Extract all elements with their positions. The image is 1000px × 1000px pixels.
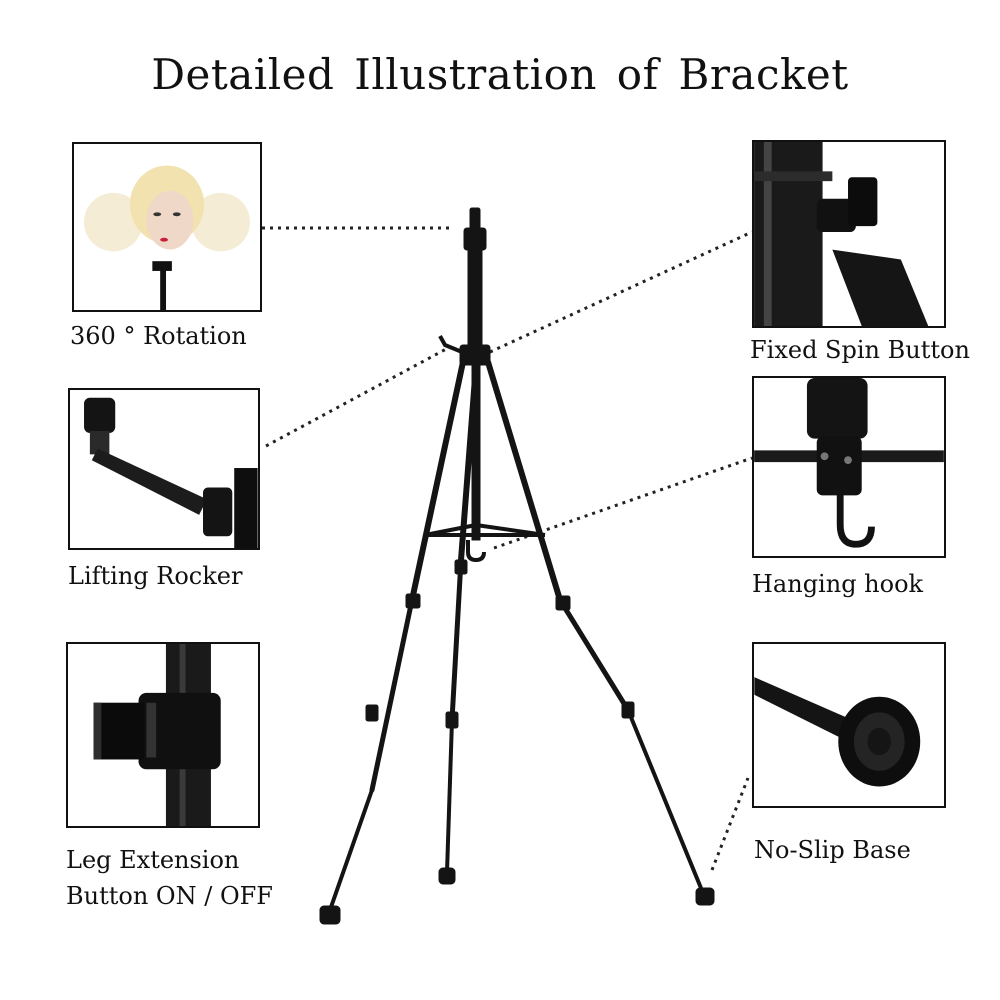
no-slip-base-label: No-Slip Base [754,836,911,864]
hanging-hook-detail-panel [752,376,946,558]
leg-lock-left [405,593,421,609]
spin-button-label: Fixed Spin Button [750,336,970,364]
leg-lock-right [555,595,571,611]
leg-extension-label-line1: Leg Extension [66,846,240,874]
mount-knob [463,227,487,251]
spin-button-detail-panel [752,140,946,328]
mount-pin [469,207,481,231]
rotation-detail-panel [72,142,262,312]
lifting-rocker-image [84,397,258,548]
rotation-label: 360 ° Rotation [70,322,247,350]
foot-left [319,905,341,925]
lifting-rocker-label: Lifting Rocker [68,562,243,590]
rotating-mannequin-heads-image [84,165,250,310]
leg-lock-center-lower [445,711,459,729]
lifting-crank [438,335,463,354]
center-column [467,247,483,349]
no-slip-base-image [754,677,921,787]
hanging-hook-label: Hanging hook [752,570,924,598]
leader-hanging-hook [493,456,753,550]
leader-lifting-rocker [265,346,449,448]
leg-right [485,359,705,895]
hanging-hook-image [754,378,944,548]
lower-column [471,361,481,541]
lifting-rocker-detail-panel [68,388,260,550]
foot-right [695,887,715,906]
page-title: Detailed Illustration of Bracket [151,50,849,99]
leader-spin-button [489,230,753,354]
leg-center [445,362,479,874]
center-hook [466,540,486,563]
no-slip-base-detail-panel [752,642,946,808]
leg-lock-right-lower [621,701,635,719]
foot-center [438,867,456,885]
leg-extension-detail-panel [66,642,260,828]
leg-extension-label: Leg Extension Button ON / OFF [66,842,273,914]
tripod [319,207,715,925]
leader-no-slip-base [710,777,750,871]
leg-extension-clip-image [93,644,221,826]
leg-left [328,359,466,912]
leader-lines [262,226,753,871]
leg-extension-label-line2: Button ON / OFF [66,882,273,910]
fixed-spin-button-image [754,142,929,326]
leg-lock-left-lower [365,704,379,722]
leg-lock-center [454,559,468,575]
spreader-braces [424,523,546,537]
column-collar [459,344,491,366]
